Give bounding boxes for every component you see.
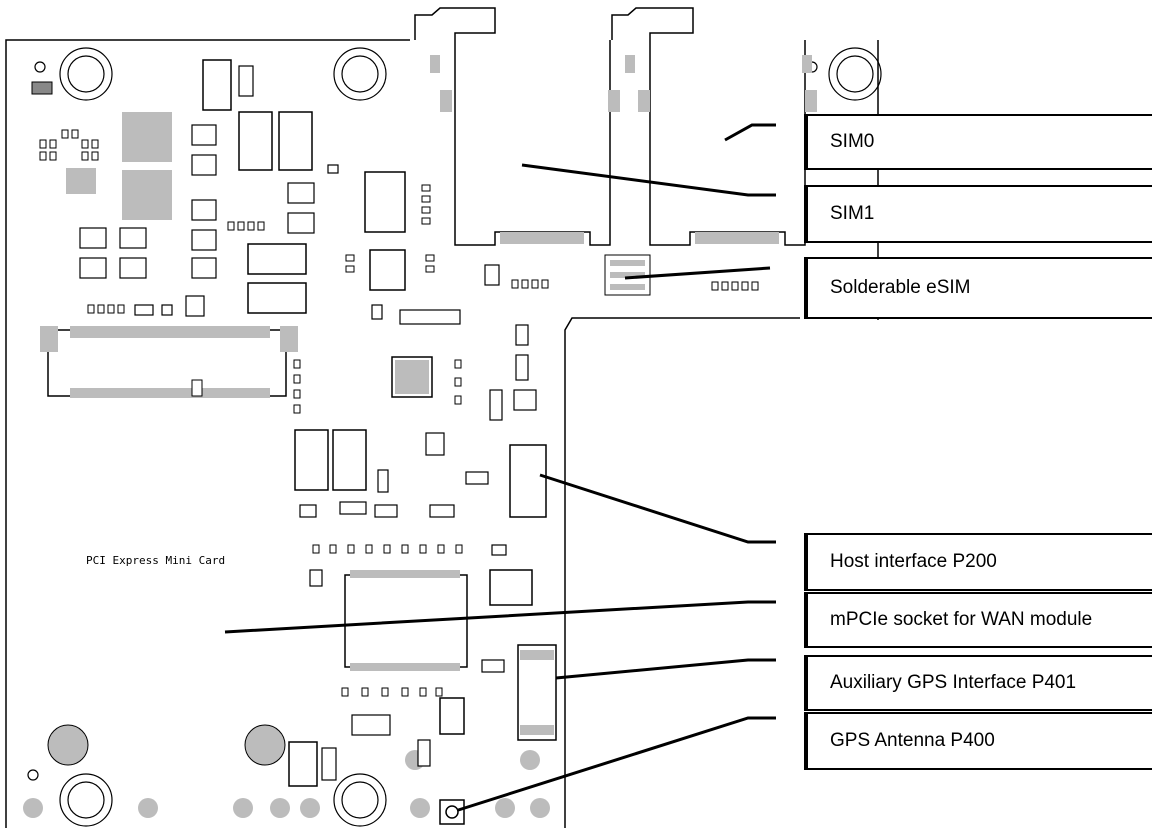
gps-antenna-pad: [445, 805, 459, 819]
leader-line-host: [539, 473, 776, 544]
sim-holder: [414, 7, 806, 246]
callout-host-interface: Host interface P200: [804, 533, 1152, 591]
callout-esim-label: Solderable eSIM: [830, 277, 971, 298]
passive-components: [79, 65, 537, 781]
ic-package: [202, 59, 557, 787]
leader-line-aux-gps: [555, 658, 776, 680]
callout-aux-gps: Auxiliary GPS Interface P401: [804, 655, 1152, 711]
leader-line-gps-antenna: [451, 716, 776, 814]
callout-sim0: SIM0: [804, 114, 1152, 170]
pad-array: [23, 724, 550, 818]
mounting-hole: [27, 47, 882, 827]
callout-sim1-label: SIM1: [830, 203, 875, 224]
callout-host-interface-label: Host interface P200: [830, 551, 997, 572]
callout-aux-gps-label: Auxiliary GPS Interface P401: [830, 672, 1077, 693]
callout-esim: Solderable eSIM: [804, 257, 1152, 319]
callout-gps-antenna-label: GPS Antenna P400: [830, 730, 995, 751]
mpcie-connector: [40, 326, 298, 398]
leader-line-mpcie: [224, 600, 776, 634]
leader-line-esim: [624, 266, 771, 280]
pcb-caption: PCI Express Mini Card: [86, 554, 225, 567]
callout-sim0-label: SIM0: [830, 131, 875, 152]
board-cutout: [564, 317, 800, 828]
leader-line-sim0: [724, 123, 776, 142]
callout-mpcie-socket: mPCIe socket for WAN module: [804, 592, 1152, 648]
passive-rows: [39, 129, 759, 697]
callout-mpcie-socket-label: mPCIe socket for WAN module: [830, 609, 1093, 630]
leader-lines: [224, 123, 776, 814]
callout-gps-antenna: GPS Antenna P400: [804, 712, 1152, 770]
esim-footprint: [604, 254, 651, 296]
callout-sim1: SIM1: [804, 185, 1152, 243]
leader-line-sim1: [521, 163, 776, 197]
board-outline: [5, 39, 410, 828]
